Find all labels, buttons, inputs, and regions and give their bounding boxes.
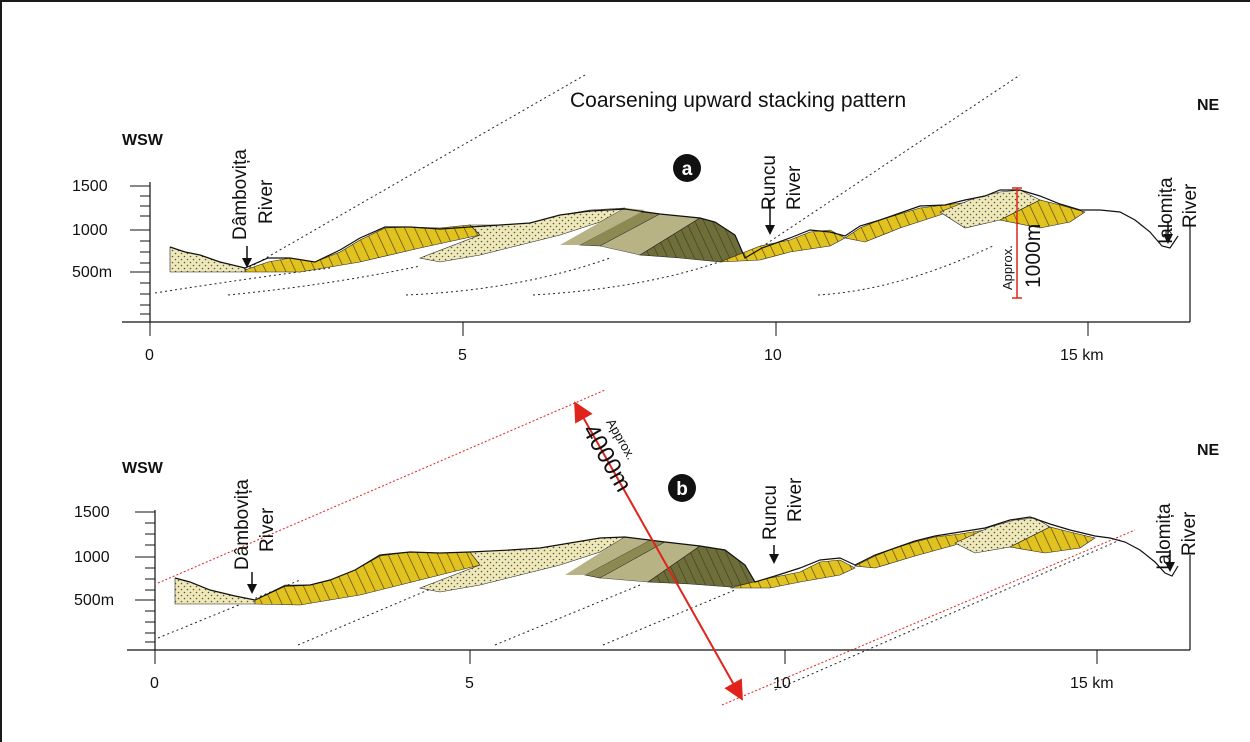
dist-tick-10-a: 10: [764, 347, 782, 364]
terrain-b: [174, 517, 1096, 606]
river-runcu-line2-a: River: [784, 165, 805, 210]
river-arrow-runcu-a: [765, 200, 775, 235]
elev-tick-500-b: 500m: [74, 592, 114, 609]
measure-1000m-a: [1012, 187, 1022, 299]
dist-tick-0-b: 0: [150, 675, 159, 692]
river-ialomita-line2-b: River: [1179, 511, 1200, 556]
elev-tick-1500-b: 1500: [74, 504, 110, 521]
dist-tick-0-a: 0: [145, 347, 154, 364]
river-arrow-ialomita-a: [1163, 222, 1173, 244]
river-runcu-line1-a: Runcu: [759, 155, 780, 210]
river-dambovita-line2-b: River: [257, 507, 278, 552]
dist-tick-15-a: 15 km: [1060, 347, 1104, 364]
panel-letter-a: a: [682, 159, 693, 180]
panel-letter-badge-a: [673, 154, 701, 182]
dist-tick-15-b: 15 km: [1070, 675, 1114, 692]
axes-a: [122, 182, 1191, 336]
measure-small-label-a: Approx.: [1000, 245, 1015, 290]
river-arrow-dambovita-a: [242, 246, 252, 268]
envelope-lines-b: [157, 389, 1136, 706]
stacking-pattern-caption: Coarsening upward stacking pattern: [570, 89, 906, 112]
panel-a: WSW NE 1500 1000 500m 0 5 10 15 km a Dâm…: [72, 74, 1220, 364]
topography-profile-b: [174, 516, 1179, 601]
river-dambovita-line1-a: Dâmbovița: [230, 149, 251, 240]
stacking-lines-a: [154, 74, 1021, 296]
elev-tick-500-a: 500m: [72, 264, 112, 281]
river-dambovita-line2-a: River: [256, 179, 277, 224]
river-runcu-line2-b: River: [785, 477, 806, 522]
dist-tick-5-a: 5: [458, 347, 467, 364]
river-arrow-dambovita-b: [247, 572, 257, 594]
panel-letter-b: b: [676, 479, 688, 500]
terrain-a: [169, 189, 1086, 273]
measure-4000m-arrow-b: [574, 401, 743, 701]
elev-tick-1500-a: 1500: [72, 178, 108, 195]
dist-tick-5-b: 5: [465, 675, 474, 692]
topography-profile-a: [169, 189, 1179, 269]
elev-tick-1000-b: 1000: [74, 549, 110, 566]
river-arrow-ialomita-b: [1165, 550, 1175, 572]
dist-tick-10-b: 10: [773, 675, 791, 692]
panel-b: WSW NE 1500 1000 500m 0 5 10 15 km b Dâm…: [74, 389, 1220, 706]
measure-big-label-a: 1000m: [1022, 224, 1045, 288]
river-ialomita-line1-b: Ialomița: [1154, 503, 1175, 570]
elev-tick-1000-a: 1000: [72, 222, 108, 239]
river-runcu-line1-b: Runcu: [760, 485, 781, 540]
ne-label-a: NE: [1197, 97, 1220, 114]
river-dambovita-line1-b: Dâmbovița: [232, 479, 253, 570]
river-arrow-runcu-b: [769, 545, 779, 564]
ne-label-b: NE: [1197, 442, 1220, 459]
wsw-label-a: WSW: [122, 132, 164, 149]
wsw-label-b: WSW: [122, 460, 164, 477]
river-ialomita-line2-a: River: [1180, 183, 1201, 228]
river-ialomita-line1-a: Ialomița: [1156, 177, 1177, 244]
